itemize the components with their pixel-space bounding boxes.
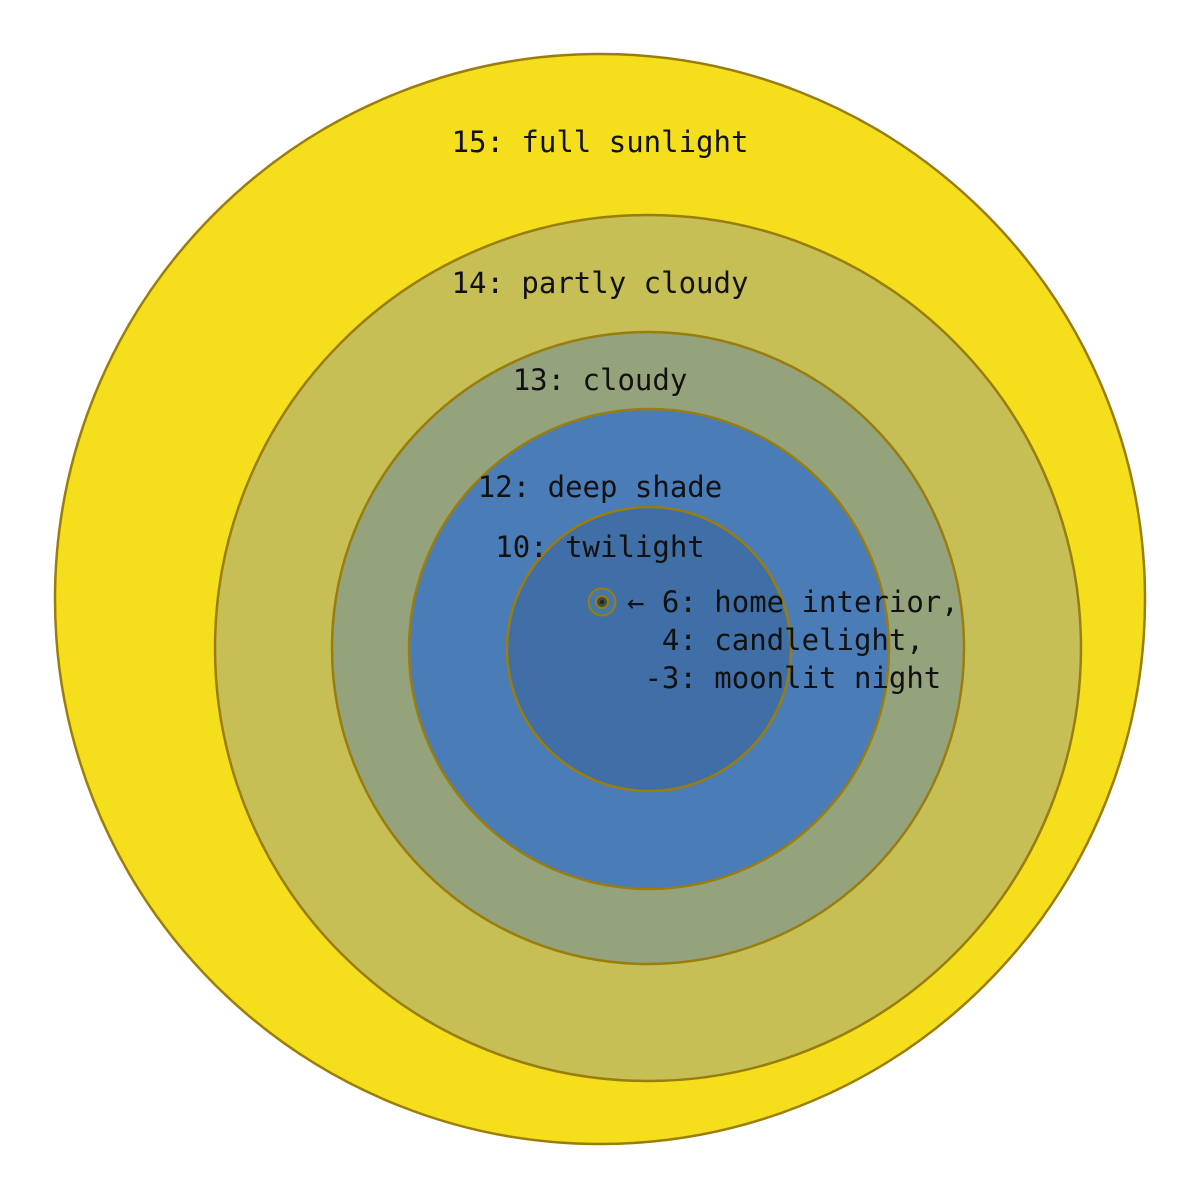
ring-label-ev13: 13: cloudy — [513, 363, 688, 397]
annotation-line-ev-neg3: -3: moonlit night — [627, 661, 941, 695]
ring-label-ev15: 15: full sunlight — [452, 125, 749, 159]
center-annotation: ← 6: home interior, 4: candlelight, -3: … — [627, 585, 959, 695]
ring-label-ev14: 14: partly cloudy — [452, 266, 749, 300]
center-marker — [587, 587, 617, 617]
center-marker-dot — [600, 600, 604, 604]
annotation-line-ev4: 4: candlelight, — [627, 623, 924, 657]
ring-ev10 — [505, 505, 793, 793]
ring-label-ev10: 10: twilight — [495, 530, 705, 564]
ring-label-ev12: 12: deep shade — [478, 470, 722, 504]
annotation-line-ev6: ← 6: home interior, — [627, 585, 959, 619]
